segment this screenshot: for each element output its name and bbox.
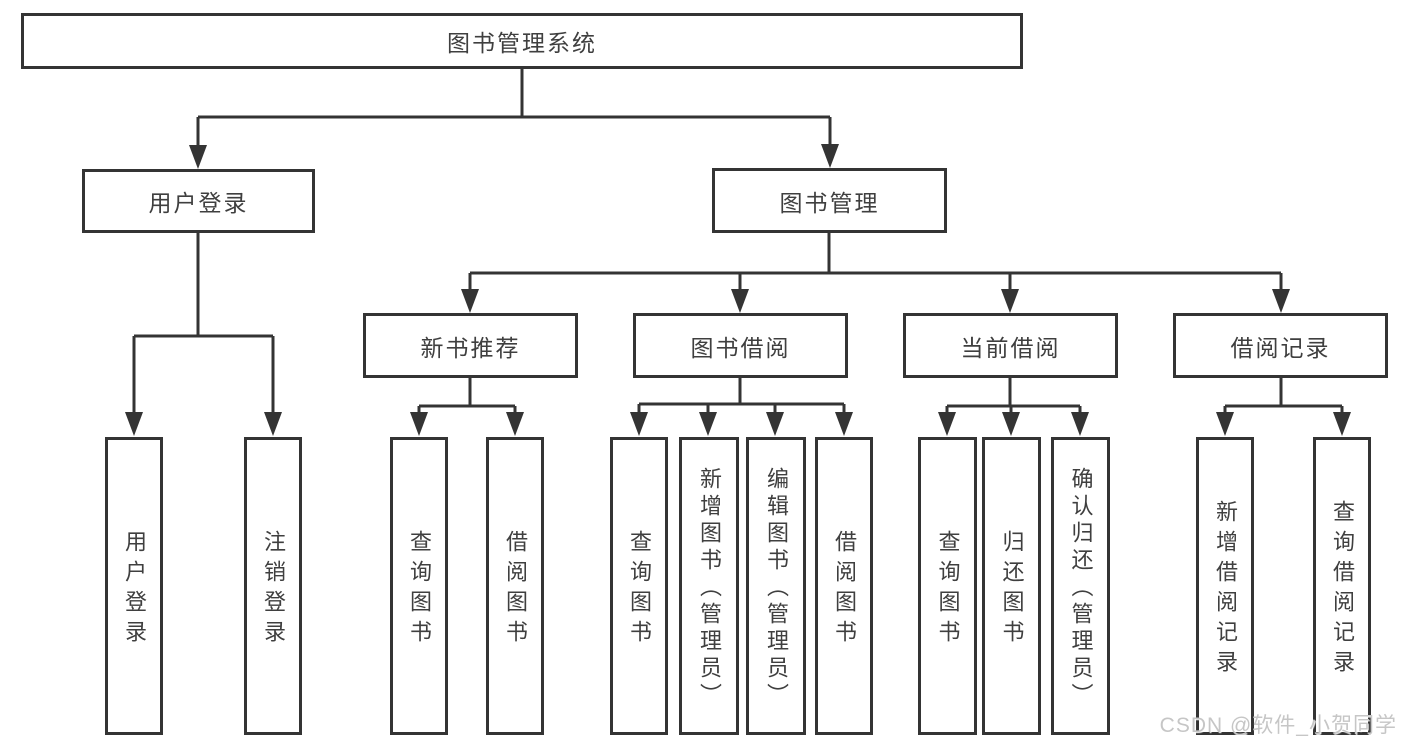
node-label: 借阅图书 — [832, 530, 857, 650]
node-label: 归还图书 — [999, 530, 1025, 650]
node-label: 用户登录 — [122, 530, 147, 650]
node-label: 新增图书（管理员） — [697, 467, 722, 710]
node-leaf-cb-confirm-return: 确认归还（管理员） — [1051, 437, 1110, 735]
node-label: 注销登录 — [261, 530, 286, 650]
node-borrow-records: 借阅记录 — [1173, 313, 1388, 378]
node-leaf-nb-borrow-book: 借阅图书 — [486, 437, 544, 735]
node-label: 编辑图书（管理员） — [764, 467, 789, 710]
node-label: 借阅记录 — [1230, 334, 1331, 361]
node-label: 查询图书 — [627, 530, 652, 650]
node-leaf-br-query-record: 查询借阅记录 — [1313, 437, 1371, 735]
node-book-borrow: 图书借阅 — [633, 313, 848, 378]
node-label: 图书管理 — [779, 189, 880, 216]
node-label: 查询借阅记录 — [1330, 500, 1355, 680]
node-leaf-cb-query-book: 查询图书 — [918, 437, 977, 735]
node-user-login: 用户登录 — [82, 169, 315, 233]
node-label: 图书借阅 — [690, 334, 791, 361]
node-label: 借阅图书 — [503, 530, 528, 650]
node-label: 新书推荐 — [420, 334, 521, 361]
node-label: 查询图书 — [935, 530, 961, 650]
node-new-book-recommend: 新书推荐 — [363, 313, 578, 378]
node-book-management: 图书管理 — [712, 168, 947, 233]
node-leaf-cb-return-book: 归还图书 — [982, 437, 1041, 735]
node-label: 用户登录 — [148, 190, 249, 216]
node-label: 确认归还（管理员） — [1068, 467, 1094, 710]
node-leaf-nb-query-book: 查询图书 — [390, 437, 448, 735]
node-leaf-bb-edit-book: 编辑图书（管理员） — [746, 437, 806, 735]
node-leaf-user-login: 用户登录 — [105, 437, 163, 735]
node-leaf-bb-add-book: 新增图书（管理员） — [679, 437, 739, 735]
csdn-watermark: CSDN @软件_小贺同学 — [1159, 714, 1397, 737]
node-leaf-logout: 注销登录 — [244, 437, 302, 735]
node-current-borrow: 当前借阅 — [903, 313, 1118, 378]
node-label: 当前借阅 — [960, 334, 1061, 361]
node-leaf-bb-query-book: 查询图书 — [610, 437, 668, 735]
node-leaf-bb-borrow-book: 借阅图书 — [815, 437, 873, 735]
node-label: 图书管理系统 — [447, 30, 597, 56]
node-label: 新增借阅记录 — [1213, 500, 1238, 680]
node-label: 查询图书 — [407, 530, 432, 650]
node-leaf-br-add-record: 新增借阅记录 — [1196, 437, 1254, 735]
node-system-root: 图书管理系统 — [21, 13, 1023, 69]
